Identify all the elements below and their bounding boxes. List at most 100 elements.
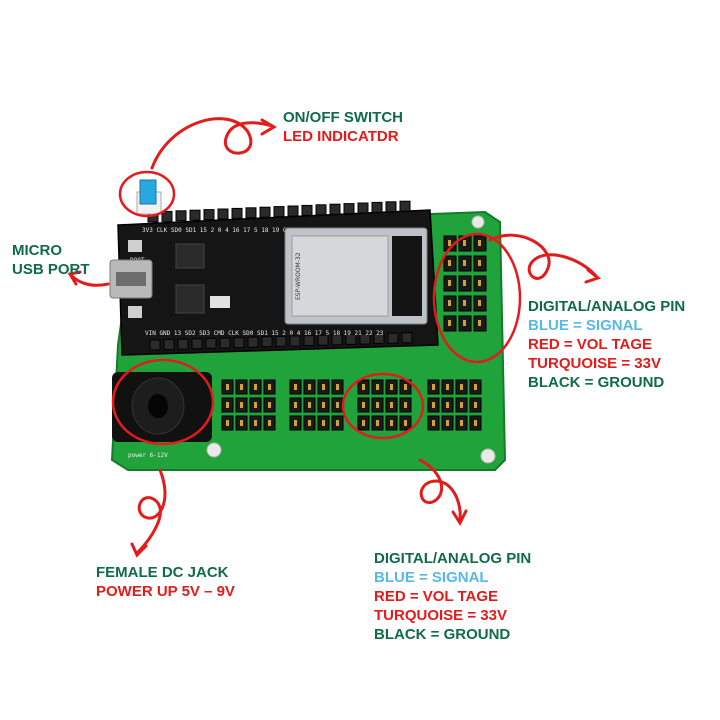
switch-callout: ON/OFF SWITCH LED INDICATDR: [283, 108, 403, 146]
header-pin: [336, 402, 339, 408]
usb-callout: MICRO USB PORT: [12, 241, 90, 279]
header-pin: [448, 240, 451, 246]
header-pin: [317, 334, 329, 346]
header-pin: [357, 202, 369, 214]
bottom-pins-turquoise: TURQUOISE = 33V: [374, 607, 507, 624]
mount-hole: [480, 448, 496, 464]
dc-jack-arrow: [136, 468, 167, 554]
header-pin: [432, 384, 435, 390]
header-pin: [432, 420, 435, 426]
header-pin: [373, 333, 385, 345]
header-pin: [362, 402, 365, 408]
header-pin: [362, 384, 365, 390]
bottom-pins-callout: DIGITAL/ANALOG PIN BLUE = SIGNAL RED = V…: [374, 549, 531, 644]
header-pin: [404, 402, 407, 408]
header-pin: [463, 260, 466, 266]
header-pin: [446, 420, 449, 426]
header-pin: [448, 280, 451, 286]
right-pins-callout: DIGITAL/ANALOG PIN BLUE = SIGNAL RED = V…: [528, 297, 685, 392]
header-pin: [240, 420, 243, 426]
header-pin: [446, 402, 449, 408]
header-pin: [231, 207, 243, 219]
header-pin: [478, 260, 481, 266]
header-pin: [240, 402, 243, 408]
header-pin: [233, 337, 245, 349]
top-pin-row: [147, 200, 411, 223]
header-pin: [329, 203, 341, 215]
bottom-pins-signal: BLUE = SIGNAL: [374, 569, 489, 586]
header-pin: [371, 201, 383, 213]
header-pin: [268, 420, 271, 426]
dc-jack-highlight-circle: [111, 358, 215, 446]
header-pin: [390, 420, 393, 426]
dc-jack-arrowhead: [130, 542, 148, 558]
right-pins-arrow: [488, 233, 598, 280]
header-pin: [226, 420, 229, 426]
silk-bottom-row: VIN GND 13 SD2 SD3 CMD CLK SD0 SD1 15 2 …: [145, 330, 384, 337]
header-pin: [345, 333, 357, 345]
right-pins-title: DIGITAL/ANALOG PIN: [528, 298, 686, 315]
header-pin: [390, 384, 393, 390]
header-pin: [301, 204, 313, 216]
dc-jack: [112, 372, 212, 442]
header-pin: [474, 402, 477, 408]
bottom-pin-row: [149, 332, 413, 351]
annotation-arrows: [67, 117, 602, 558]
reset-button: [128, 240, 142, 252]
header-pin: [463, 300, 466, 306]
header-pin: [226, 402, 229, 408]
header-pin: [460, 384, 463, 390]
switch-callout-subtitle: LED INDICATDR: [283, 128, 399, 145]
mount-hole: [471, 215, 485, 229]
header-pin: [254, 420, 257, 426]
header-pin: [294, 402, 297, 408]
header-pin: [463, 240, 466, 246]
header-pin: [308, 420, 311, 426]
bottom-pins-voltage: RED = VOL TAGE: [374, 588, 499, 605]
header-pin: [254, 384, 257, 390]
header-pin: [268, 402, 271, 408]
silk-top-row: 3V3 CLK SD0 SD1 15 2 0 4 16 17 5 18 19 G…: [142, 227, 363, 234]
header-pin: [177, 338, 189, 350]
bottom-pins-arrowhead: [451, 509, 468, 527]
power-silk: power 6-12V: [128, 452, 168, 459]
header-pin: [343, 203, 355, 215]
header-pin: [315, 204, 327, 216]
header-pin: [376, 402, 379, 408]
header-pin: [294, 420, 297, 426]
dc-jack-title: FEMALE DC JACK: [96, 564, 229, 581]
bottom-pins-highlight-circle: [341, 372, 425, 440]
header-pin: [254, 402, 257, 408]
switch-arrowhead: [260, 118, 277, 136]
header-pin: [161, 210, 173, 222]
right-pins-voltage: RED = VOL TAGE: [528, 336, 653, 353]
header-pin: [432, 402, 435, 408]
header-pin: [275, 335, 287, 347]
header-pin: [474, 384, 477, 390]
switch-arrow: [150, 117, 274, 170]
header-pin: [401, 332, 413, 344]
header-pin: [240, 384, 243, 390]
header-pin: [362, 420, 365, 426]
bottom-pins-ground: BLACK = GROUND: [374, 626, 511, 643]
mount-hole: [206, 442, 222, 458]
header-pin: [308, 402, 311, 408]
header-pin: [376, 420, 379, 426]
header-pin: [259, 206, 271, 218]
usb-arrowhead: [67, 270, 82, 286]
header-pin: [463, 320, 466, 326]
dc-jack-subtitle: POWER UP 5V – 9V: [96, 583, 235, 600]
header-pin: [289, 335, 301, 347]
header-pin: [460, 420, 463, 426]
header-pin: [478, 320, 481, 326]
dc-jack-callout: FEMALE DC JACK POWER UP 5V – 9V: [96, 563, 235, 601]
switch-callout-title: ON/OFF SWITCH: [283, 109, 403, 126]
esp32-dev-board: 3V3 CLK SD0 SD1 15 2 0 4 16 17 5 18 19 G…: [109, 200, 439, 356]
header-pin: [478, 280, 481, 286]
module-label: ESP-WROOM-32: [295, 252, 302, 300]
header-pin: [261, 336, 273, 348]
bottom-pins-title: DIGITAL/ANALOG PIN: [374, 550, 532, 567]
header-pin: [390, 402, 393, 408]
header-pin: [448, 300, 451, 306]
